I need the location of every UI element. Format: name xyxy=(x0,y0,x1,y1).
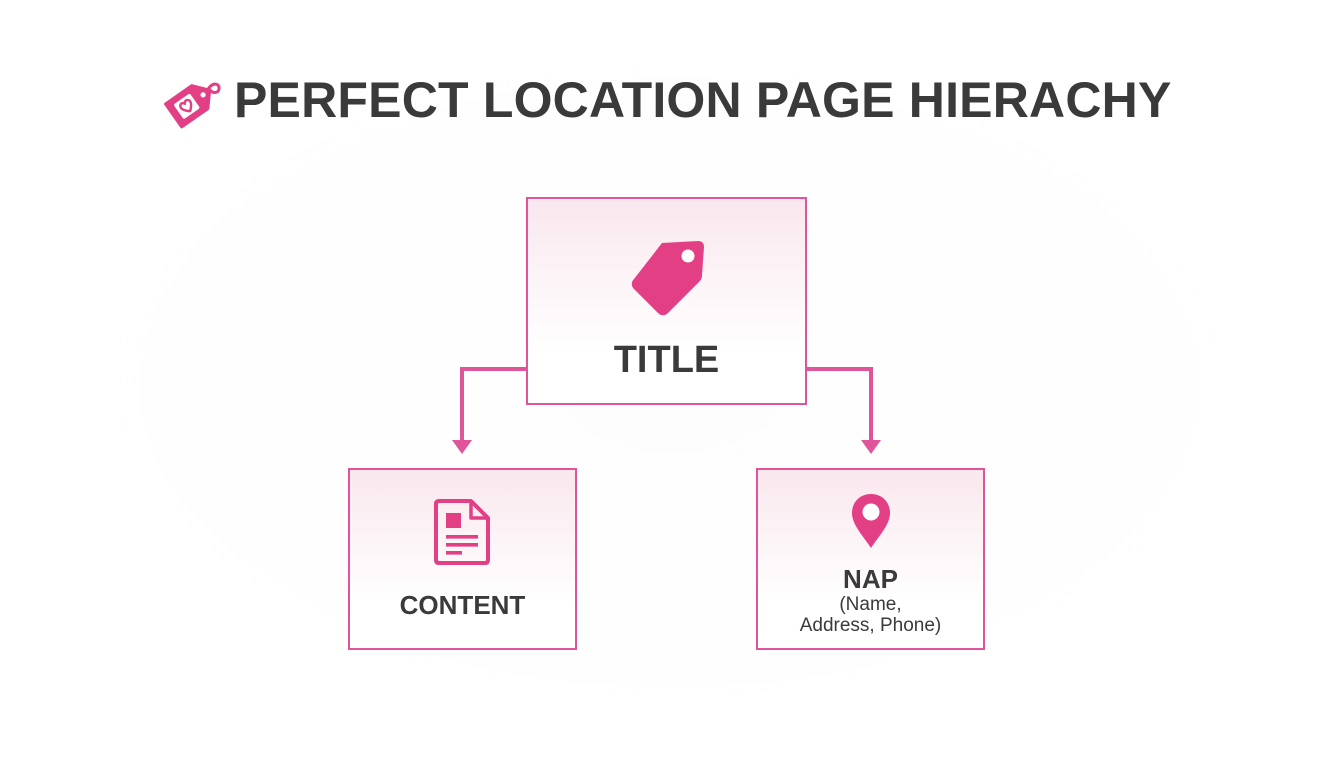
arrow-title-to-content xyxy=(460,367,527,441)
page-title: PERFECT LOCATION PAGE HIERACHY xyxy=(234,72,1172,128)
node-content-label: CONTENT xyxy=(399,590,526,620)
node-nap: NAP (Name, Address, Phone) xyxy=(756,468,985,650)
node-title: TITLE xyxy=(526,197,807,405)
node-nap-sublabel-line1: (Name, xyxy=(839,594,902,615)
node-nap-sublabel: (Name, Address, Phone) xyxy=(800,594,942,637)
header: PERFECT LOCATION PAGE HIERACHY xyxy=(160,68,1172,132)
document-icon xyxy=(433,499,490,565)
node-title-label: TITLE xyxy=(613,339,720,381)
arrowhead-content-icon xyxy=(452,440,472,454)
price-tag-icon xyxy=(631,241,704,316)
map-pin-icon xyxy=(851,494,890,548)
arrowhead-nap-icon xyxy=(861,440,881,454)
node-nap-sublabel-line2: Address, Phone) xyxy=(799,615,942,637)
arrow-title-to-nap xyxy=(806,367,873,441)
node-nap-label: NAP xyxy=(843,564,898,594)
price-tag-heart-icon xyxy=(164,82,221,129)
node-content: CONTENT xyxy=(348,468,577,650)
